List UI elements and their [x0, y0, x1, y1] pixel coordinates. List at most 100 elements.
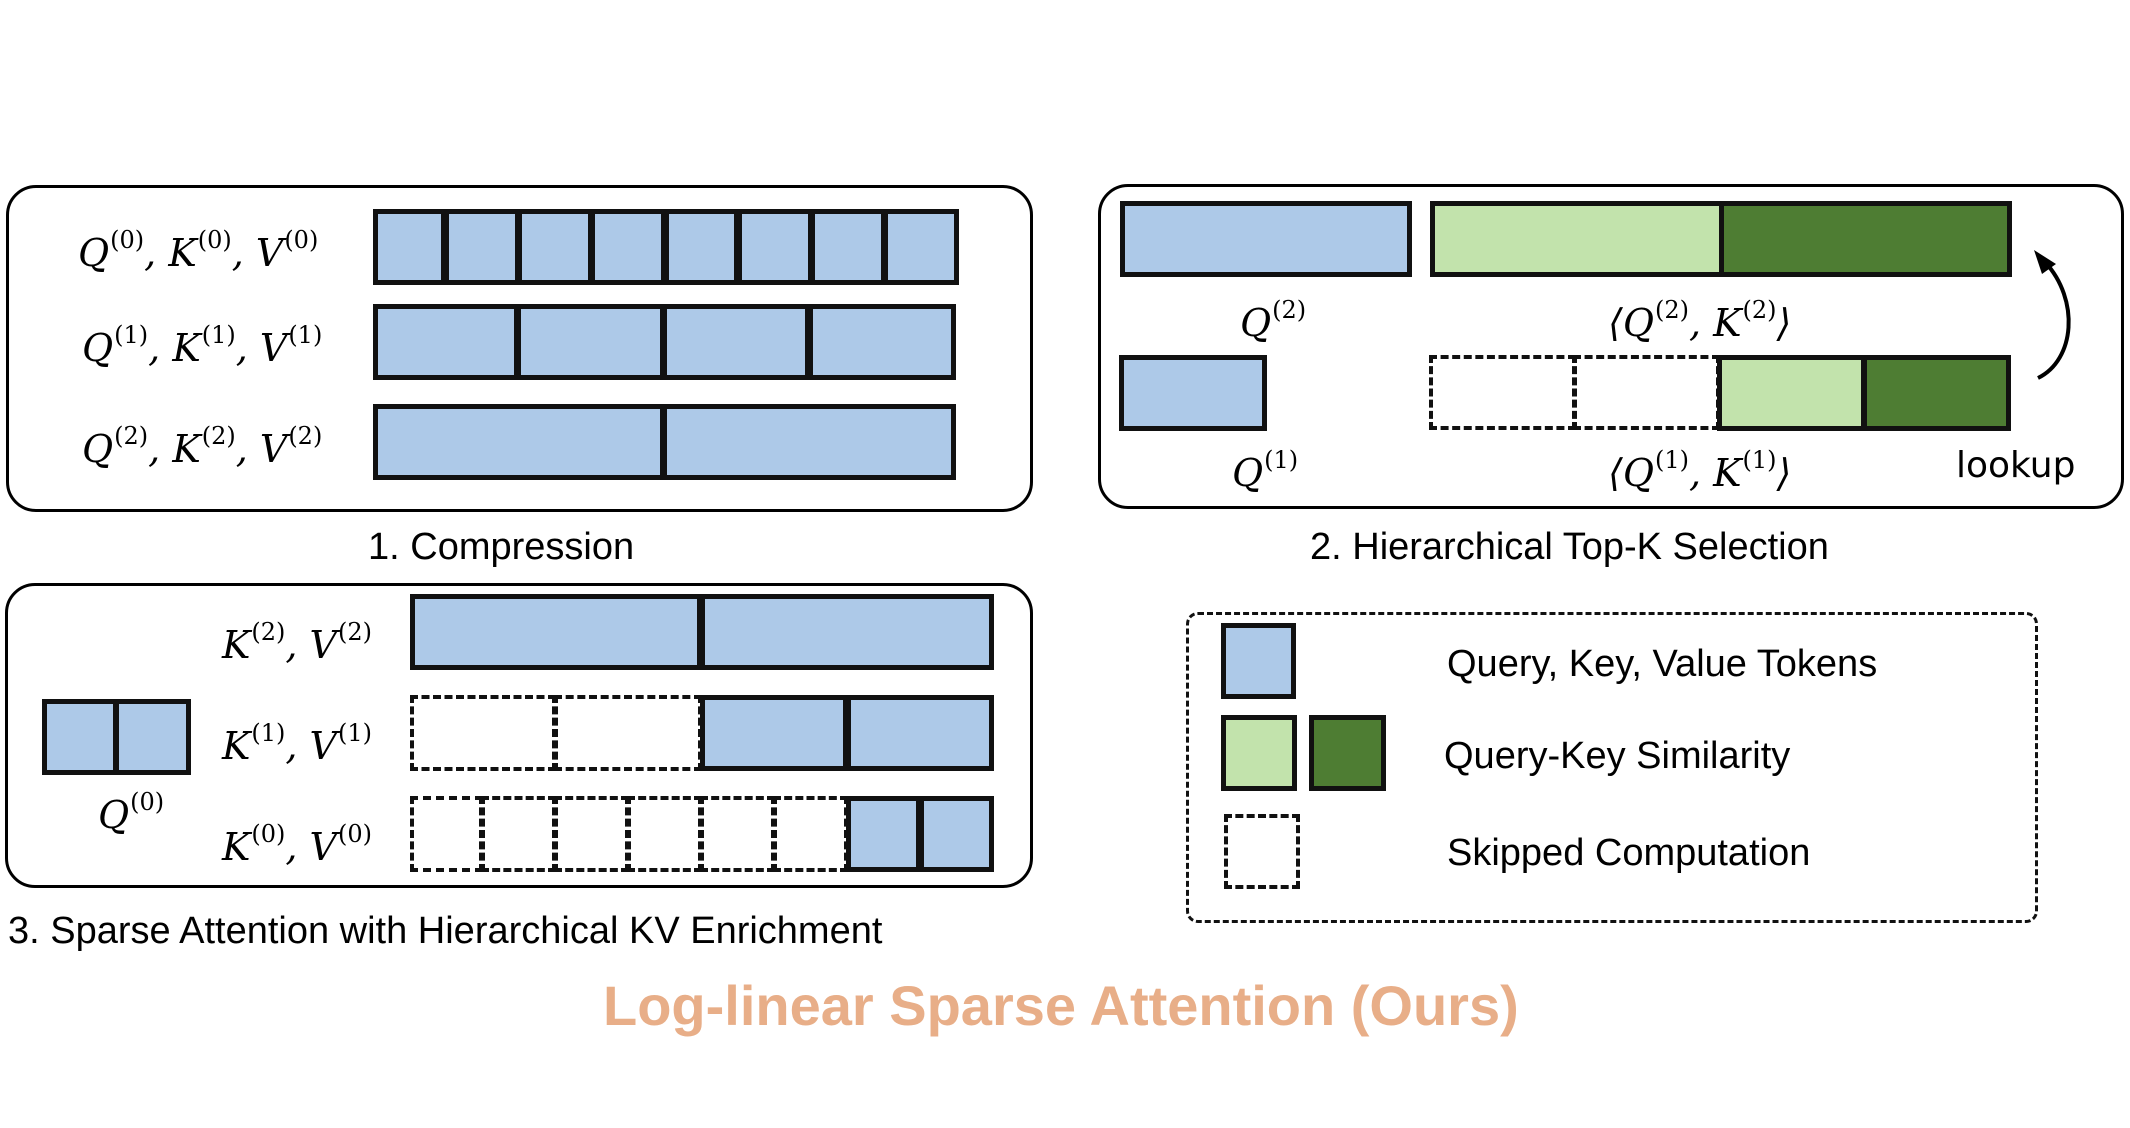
sim1-block-low: [1717, 355, 1866, 431]
q1-label: Q(1): [1232, 448, 1298, 492]
label-v: , V: [285, 623, 337, 667]
panel3-row0-label: K(2), V(2): [222, 620, 372, 664]
label-sup: (2): [1272, 296, 1307, 324]
token-block: [663, 209, 740, 285]
label-bracket: ⟩: [1776, 451, 1792, 495]
token-block: [662, 404, 956, 480]
sim1-block-high: [1862, 355, 2011, 431]
legend-swatch-similarity-low: [1221, 715, 1297, 791]
lookup-label: lookup: [1956, 445, 2076, 486]
label-k: , K: [148, 326, 201, 370]
label-k: K: [222, 623, 251, 667]
label-sup: (2): [1654, 296, 1689, 324]
label-sup: (1): [288, 321, 323, 349]
label-sup: (2): [338, 618, 372, 646]
sim2-block-high: [1719, 201, 2012, 277]
token-block: [807, 304, 956, 380]
q1-token-block: [1119, 355, 1267, 431]
legend: [1186, 612, 2038, 923]
label-k: , K: [144, 231, 197, 275]
label-sup: (1): [1742, 446, 1777, 474]
selected-kv-block: [918, 796, 994, 872]
skipped-kv-block: [699, 796, 775, 872]
token-block: [883, 209, 959, 285]
skipped-kv-block: [553, 695, 702, 771]
label-sup: (1): [1654, 446, 1689, 474]
label-q: Q: [78, 231, 110, 275]
selected-kv-block: [699, 695, 848, 771]
label-k: , K: [1688, 301, 1742, 345]
skipped-kv-block: [626, 796, 702, 872]
label-k: K: [222, 724, 251, 768]
panel1-row0-label: Q(0), K(0), V(0): [78, 228, 318, 272]
token-block: [443, 209, 520, 285]
label-q: Q: [82, 427, 114, 471]
skipped-kv-block: [553, 796, 629, 872]
label-sup: (1): [201, 321, 236, 349]
label-sup: (0): [338, 820, 372, 848]
q2-label: Q(2): [1240, 298, 1306, 342]
sim2-block-low: [1430, 201, 1724, 277]
label-sup: (2): [114, 422, 149, 450]
skipped-kv-block: [410, 695, 556, 771]
label-q: Q: [98, 793, 130, 837]
label-k: , K: [1688, 451, 1742, 495]
label-sup: (0): [251, 820, 286, 848]
label-sup: (1): [114, 321, 149, 349]
sim1-label: ⟨Q(1), K(1)⟩: [1608, 448, 1791, 492]
token-block: [662, 304, 811, 380]
sim2-label: ⟨Q(2), K(2)⟩: [1608, 298, 1791, 342]
label-sup: (0): [197, 226, 232, 254]
sim1-skipped-block: [1573, 355, 1720, 430]
label-v: , V: [285, 724, 337, 768]
panel1-row1-label: Q(1), K(1), V(1): [82, 323, 322, 367]
legend-swatch-token: [1221, 623, 1296, 699]
sim1-skipped-block: [1429, 355, 1576, 430]
label-k: K: [222, 825, 251, 869]
skipped-kv-block: [480, 796, 556, 872]
q2-token-block: [1120, 201, 1412, 277]
token-block: [590, 209, 666, 285]
legend-label-similarity: Query-Key Similarity: [1444, 735, 1791, 777]
lookup-arrow-icon: [2034, 250, 2071, 380]
token-block: [517, 209, 593, 285]
token-block: [373, 404, 665, 480]
token-block: [516, 304, 665, 380]
label-sup: (2): [1742, 296, 1777, 324]
panel1-row2-label: Q(2), K(2), V(2): [82, 424, 322, 468]
figure-title: Log-linear Sparse Attention (Ours): [603, 974, 1519, 1037]
panel2-caption: 2. Hierarchical Top-K Selection: [1310, 526, 1829, 568]
label-sup: (1): [338, 719, 372, 747]
legend-swatch-skipped: [1224, 814, 1300, 889]
legend-swatch-similarity-high: [1309, 715, 1386, 791]
label-v: , V: [235, 427, 288, 471]
panel3-row1-label: K(1), V(1): [222, 721, 372, 765]
token-block: [810, 209, 886, 285]
label-sup: (2): [288, 422, 323, 450]
label-q: Q: [1232, 451, 1264, 495]
panel3-caption: 3. Sparse Attention with Hierarchical KV…: [8, 910, 883, 952]
label-sup: (2): [201, 422, 236, 450]
label-v: , V: [285, 825, 337, 869]
label-sup: (1): [1264, 446, 1299, 474]
label-sup: (1): [251, 719, 286, 747]
label-v: , V: [235, 326, 288, 370]
label-v: , V: [231, 231, 284, 275]
label-k: , K: [148, 427, 201, 471]
label-sup: (0): [284, 226, 319, 254]
selected-kv-block: [845, 695, 994, 771]
label-sup: (0): [110, 226, 145, 254]
panel1-caption: 1. Compression: [368, 526, 635, 568]
label-q: ⟨Q: [1608, 451, 1654, 495]
token-block: [373, 209, 447, 285]
legend-label-skipped: Skipped Computation: [1447, 832, 1811, 874]
q0-token-block: [42, 699, 118, 775]
label-bracket: ⟩: [1776, 301, 1792, 345]
q0-token-block: [114, 699, 191, 775]
label-sup: (0): [130, 788, 165, 816]
selected-kv-block: [699, 594, 994, 670]
token-block: [736, 209, 813, 285]
q0-label: Q(0): [98, 790, 164, 834]
label-q: Q: [82, 326, 114, 370]
token-block: [373, 304, 519, 380]
